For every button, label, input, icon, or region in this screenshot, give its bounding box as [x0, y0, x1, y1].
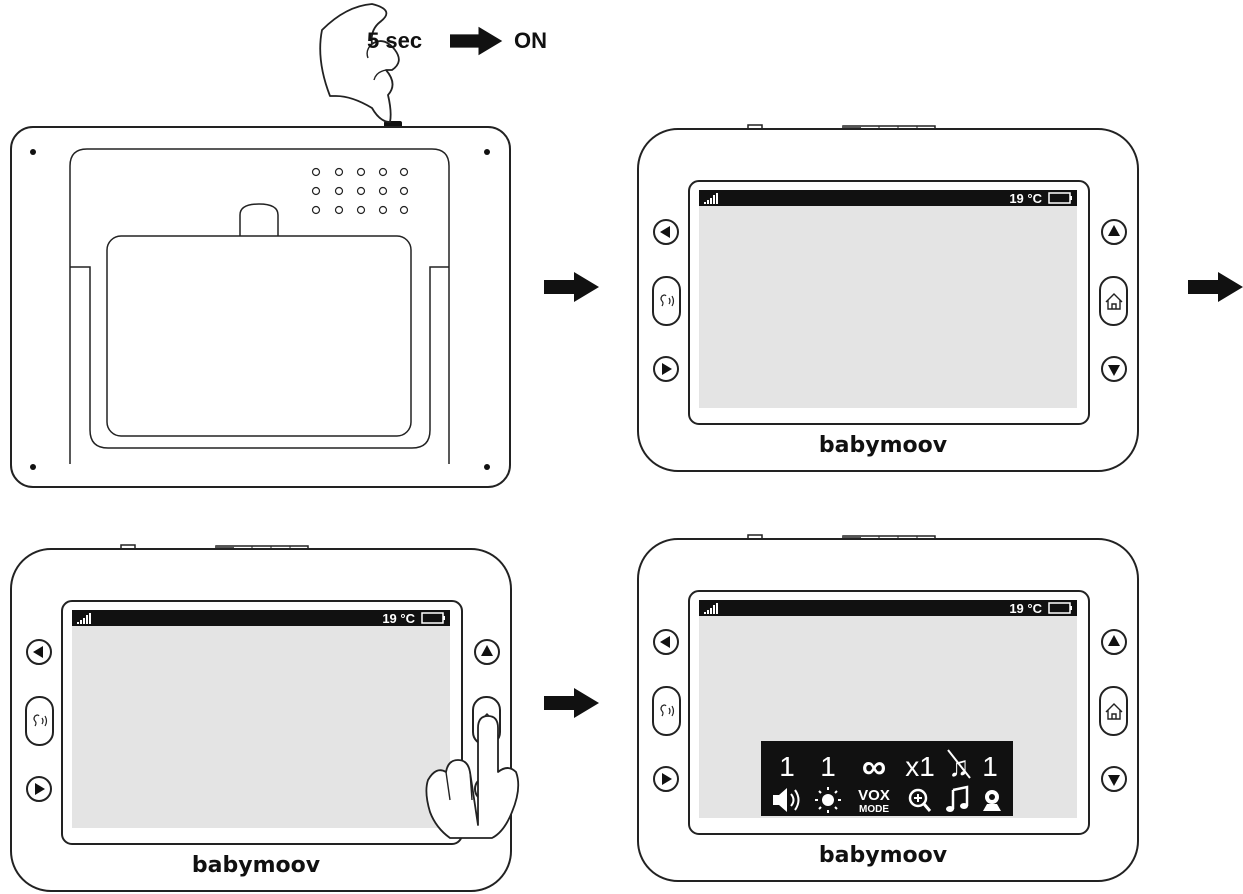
temperature-readout: 19 °C: [382, 611, 415, 626]
zoom-icon: [908, 788, 932, 812]
step1-arrow-icon: [450, 26, 503, 56]
temperature-readout: 19 °C: [1009, 601, 1042, 616]
brightness-icon: [815, 787, 841, 813]
vox-mode-icon: VOX MODE: [858, 787, 890, 815]
vox-label: VOX: [858, 787, 890, 804]
temperature-readout: 19 °C: [1009, 191, 1042, 206]
volume-value: 1: [779, 751, 795, 782]
hold-time-label: 5 sec: [367, 28, 422, 53]
music-note-icon: [946, 785, 969, 812]
monitor-front-settings: 19 °C babymoov: [637, 534, 1139, 882]
brightness-value: 1: [820, 751, 836, 782]
vox-mode-value: ∞: [862, 748, 886, 786]
monitor-back-view: [10, 121, 511, 488]
on-label: ON: [514, 28, 547, 53]
brand-logo: babymoov: [819, 433, 948, 458]
mode-label: MODE: [859, 804, 889, 815]
music-muted-value: ♫: [947, 749, 971, 782]
camera-icon: [983, 790, 1001, 811]
monitor-front-press-home: 19 °C babymoov: [10, 544, 512, 892]
arrow-right-icon: [1188, 272, 1243, 302]
arrow-right-icon: [544, 688, 599, 718]
camera-value: 1: [982, 751, 998, 782]
zoom-value: x1: [905, 751, 935, 782]
monitor-front-on: 19 °C babymoov: [637, 124, 1139, 472]
finger-press-home-icon: [425, 715, 520, 839]
speaker-icon: [773, 788, 800, 812]
brand-logo: babymoov: [819, 843, 948, 868]
hand-press-icon: [319, 3, 400, 123]
settings-bar: 1 1 ∞ x1 ♫ 1 VOX MODE: [761, 741, 1013, 816]
brand-logo: babymoov: [192, 853, 321, 878]
arrow-right-icon: [544, 272, 599, 302]
